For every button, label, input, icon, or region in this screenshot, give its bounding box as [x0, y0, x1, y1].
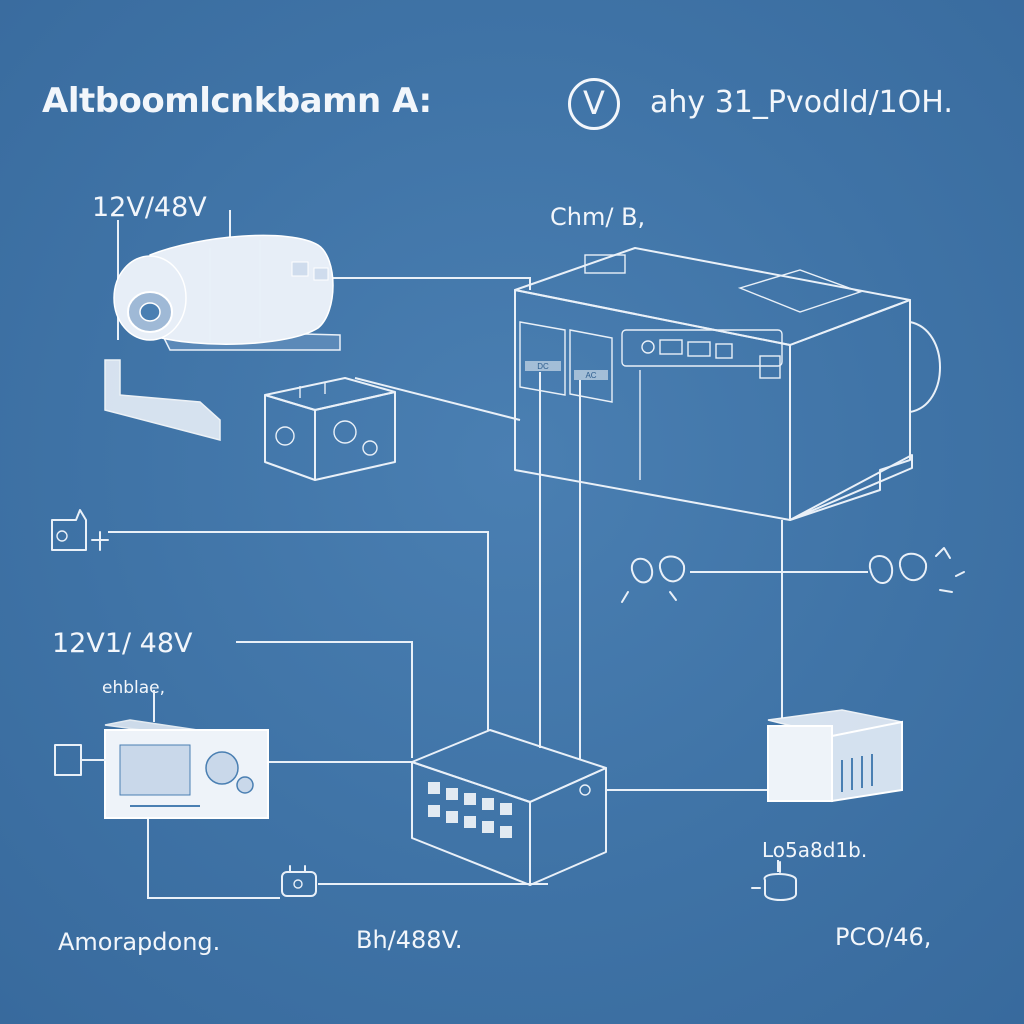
fuse-icon: [281, 865, 317, 897]
diagram-title: Altboomlcnkbamn A:: [42, 81, 432, 121]
wiring: [108, 210, 868, 899]
header-right-text: ahy 31_Pvodld/1OH.: [650, 85, 953, 120]
panel-tag-a: [525, 361, 561, 371]
charger-unit-icon: [514, 247, 941, 521]
panel-tag-b-text: AC: [585, 371, 596, 380]
bottom-center-label: Bh/488V.: [356, 926, 463, 954]
fan-left-icon: [621, 555, 686, 603]
bottom-right-label: PCO/46,: [835, 923, 932, 951]
load-bulb-icon: [751, 861, 797, 901]
inverter-left-icon: [54, 719, 269, 819]
plug-left-icon: [51, 509, 109, 551]
camera-voltage-label: 12V/48V: [92, 192, 207, 223]
voltmeter-symbol: V: [583, 84, 605, 122]
motor-camera-icon: [104, 234, 341, 441]
panel-tag-b: [574, 370, 608, 380]
left-small-label: ehblae,: [102, 678, 166, 698]
load-label: Lo5a8d1b.: [762, 838, 868, 862]
fan-right-icon: [868, 547, 965, 593]
bottom-left-label: Amorapdong.: [58, 928, 221, 956]
charger-label: Chm/ B,: [550, 203, 646, 231]
control-box-icon: [264, 377, 396, 481]
battery-box-icon: [767, 709, 903, 803]
panel-tag-a-text: DC: [537, 362, 549, 371]
voltmeter-icon: V: [568, 78, 620, 130]
junction-box-icon: [411, 729, 607, 886]
left-voltage-label: 12V1/ 48V: [52, 628, 193, 659]
